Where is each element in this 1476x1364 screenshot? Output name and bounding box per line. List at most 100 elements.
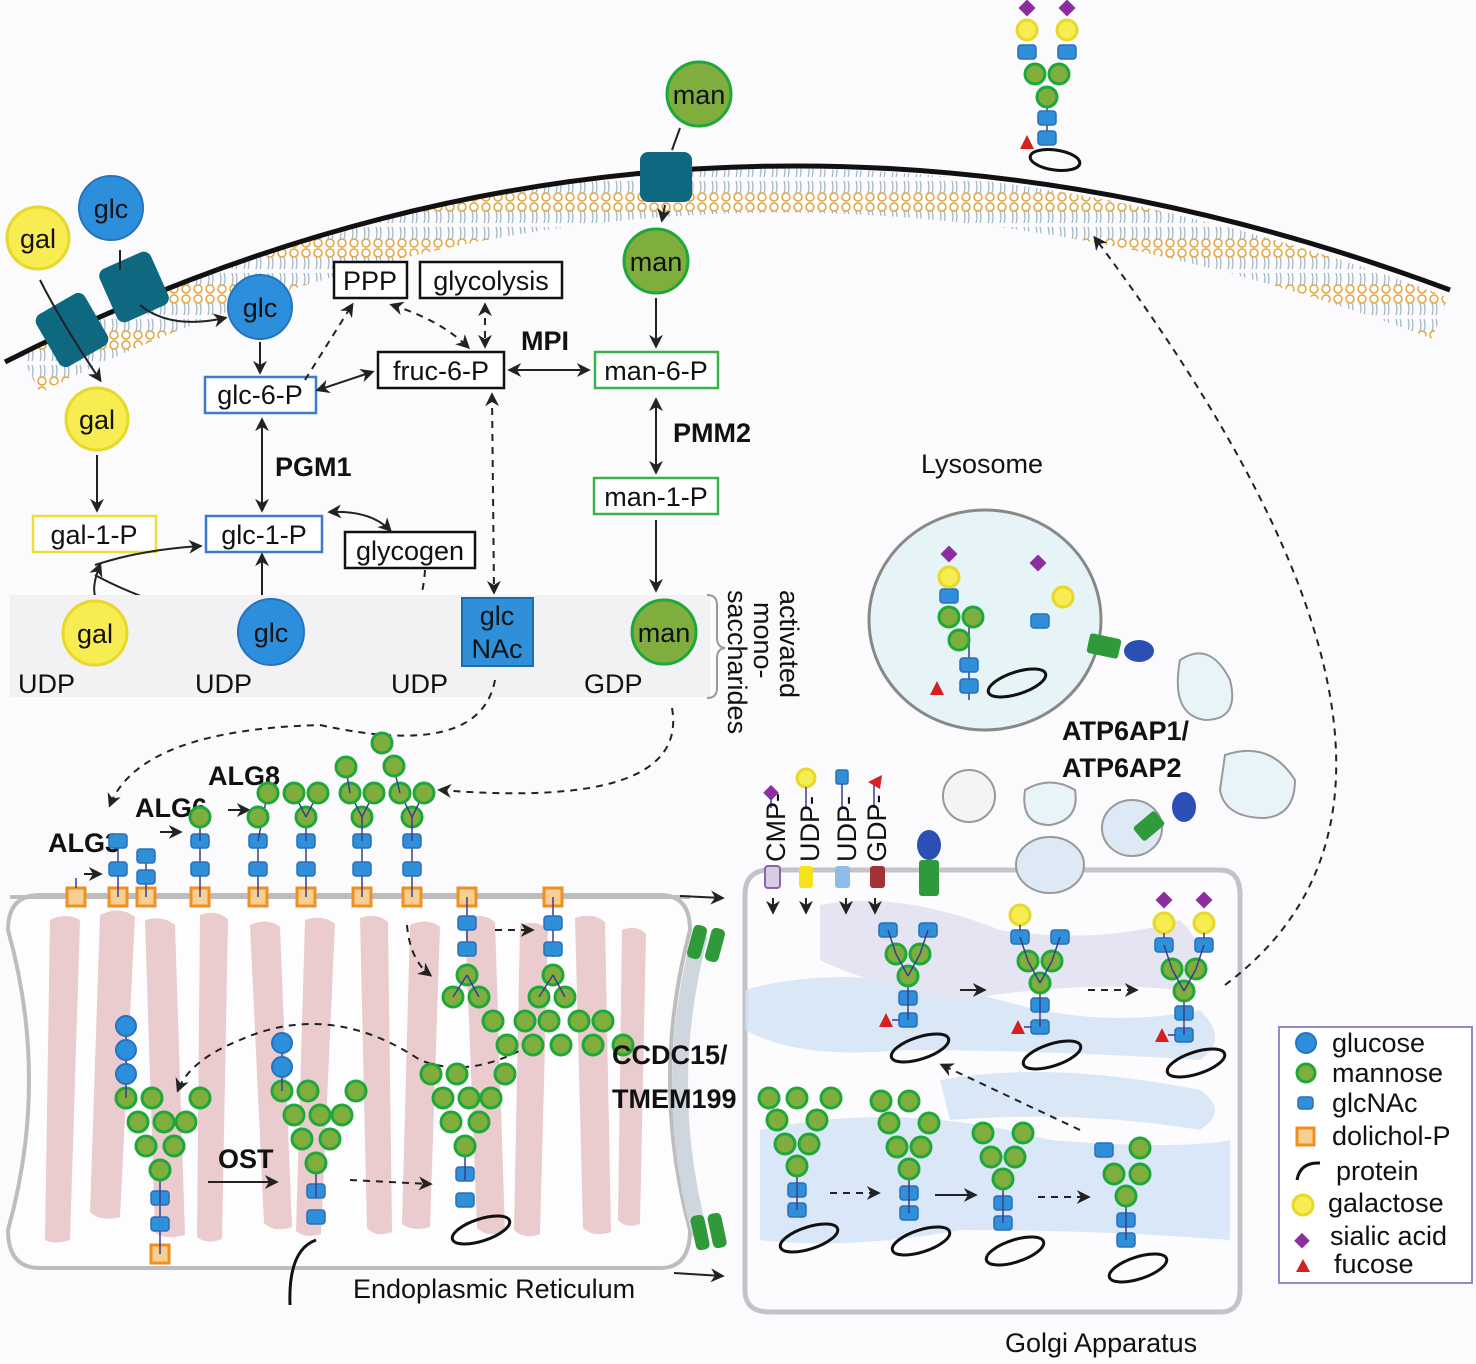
lysosome-label: Lysosome — [921, 449, 1043, 479]
glcnac-residue — [136, 848, 156, 864]
mannose-residue — [757, 1086, 781, 1110]
mannose-residue — [819, 1086, 843, 1110]
protein-backbone — [450, 1214, 512, 1246]
extracellular-glc: glc — [78, 175, 144, 241]
node-ppp: PPP — [332, 260, 409, 300]
glcnac-residue — [190, 861, 210, 877]
node-fruc-6-p: fruc-6-P — [376, 350, 506, 390]
transport-ccdc15: CCDC15/ — [612, 1040, 728, 1070]
svg-text:UDP-: UDP- — [795, 796, 825, 862]
nucleotide-sugar-cmp-sialic: CMP- — [761, 784, 791, 889]
mannose-residue — [869, 1089, 893, 1113]
mannose-residue — [961, 605, 985, 629]
mannose-residue — [344, 1079, 368, 1103]
mannose-residue — [419, 1062, 443, 1086]
legend-item-galactose: galactose — [1291, 1188, 1444, 1218]
mannose-residue — [318, 1127, 342, 1151]
mannose-residue — [897, 1089, 921, 1113]
sialic-acid-residue — [1018, 0, 1036, 17]
fucose-residue — [879, 1013, 893, 1027]
mannose-residue — [991, 1167, 1015, 1191]
glcnac-residue — [306, 1209, 326, 1225]
legend-item-glucose: glucose — [1295, 1028, 1425, 1058]
mannose-residue — [909, 1135, 933, 1159]
glcnac-residue — [296, 861, 316, 877]
mannose-residue — [937, 605, 961, 629]
mannose-residue — [290, 1127, 314, 1151]
mannose-residue — [330, 1103, 354, 1127]
mannose-residue — [382, 754, 406, 778]
mannose-residue — [188, 1086, 212, 1110]
cytosolic-man: man — [622, 227, 690, 295]
glcnac-residue — [1030, 613, 1050, 629]
sialic-acid-icon — [1294, 1232, 1310, 1249]
surface-glycoprotein — [1015, 0, 1082, 172]
galactose-residue — [1015, 18, 1039, 42]
mannose-residue — [537, 1009, 561, 1033]
legend: glucose mannose glcNAc dolichol-P protei… — [1278, 1026, 1473, 1284]
glucose-icon — [1295, 1032, 1317, 1054]
svg-text:man: man — [673, 80, 726, 110]
svg-text:glc: glc — [254, 618, 289, 648]
mannose-residue — [765, 1108, 789, 1132]
glcnac-residue — [1017, 44, 1037, 60]
extracellular-man: man — [665, 60, 733, 128]
mannose-residue — [567, 1009, 591, 1033]
glycosidic-link — [1195, 944, 1205, 970]
mannose-residue — [897, 1157, 921, 1181]
glcnac-residue — [1094, 1142, 1114, 1158]
mannose-residue — [334, 755, 358, 779]
glcnac-icon — [1297, 1096, 1314, 1110]
enzyme-ost: OST — [218, 1144, 274, 1174]
nucleotide-sugar-gdp-fucose: GDP- — [862, 775, 892, 888]
svg-text:dolichol-P: dolichol-P — [1332, 1121, 1451, 1151]
protein-backbone — [890, 1225, 952, 1257]
vesicles — [942, 652, 1297, 894]
gal-transporter — [35, 292, 109, 368]
node-glc-6-p: glc-6-P — [203, 375, 318, 415]
svg-text:sialic acid: sialic acid — [1330, 1221, 1447, 1251]
galactose-residue — [1055, 18, 1079, 42]
enzyme-pmm2: PMM2 — [673, 418, 751, 448]
mannose-residue — [453, 1134, 477, 1158]
svg-text:glc: glc — [243, 293, 278, 323]
svg-text:glc-6-P: glc-6-P — [217, 380, 303, 410]
svg-text:GDP: GDP — [584, 669, 643, 699]
svg-text:fruc-6-P: fruc-6-P — [393, 356, 489, 386]
er-label: Endoplasmic Reticulum — [353, 1274, 635, 1304]
atp6ap2-label: ATP6AP2 — [1062, 753, 1182, 783]
svg-text:saccharides: saccharides — [722, 590, 752, 734]
mannose-residue — [513, 1009, 537, 1033]
mannose-residue — [495, 1033, 519, 1057]
glucose-residue — [115, 1015, 137, 1037]
glycosidic-link — [1163, 944, 1173, 970]
mannose-residue — [174, 1110, 198, 1134]
mannose-residue — [1128, 1136, 1152, 1160]
glycosidic-link — [1183, 968, 1197, 992]
svg-text:UDP: UDP — [391, 669, 448, 699]
glycosidic-link — [1027, 960, 1041, 984]
transport-tmem199: TMEM199 — [612, 1084, 737, 1114]
glucose-residue — [115, 1063, 137, 1085]
svg-text:GDP-: GDP- — [862, 795, 892, 863]
node-man-6-p: man-6-P — [593, 350, 720, 390]
mannose-residue — [797, 1132, 821, 1156]
activated-man: man GDP — [584, 598, 698, 699]
legend-item-glcnac: glcNAc — [1297, 1088, 1418, 1118]
glcnac-residue — [136, 869, 156, 885]
glycosidic-link — [1019, 936, 1029, 962]
svg-text:glucose: glucose — [1332, 1028, 1425, 1058]
ccdc15-tmem199-complex-bottom — [690, 1212, 727, 1251]
cytosolic-glc: glc — [227, 274, 293, 340]
fucose-residue — [1011, 1020, 1025, 1034]
fucose-icon — [1296, 1259, 1310, 1272]
svg-text:mono-: mono- — [748, 602, 778, 679]
protein-icon — [1295, 1161, 1321, 1181]
glcnac-residue — [402, 861, 422, 877]
svg-text:glcNAc: glcNAc — [1332, 1088, 1418, 1118]
glcnac-residue — [543, 915, 563, 931]
glcnac-residue — [939, 588, 959, 604]
mannose-residue — [362, 781, 386, 805]
mannose-residue — [785, 1086, 809, 1110]
